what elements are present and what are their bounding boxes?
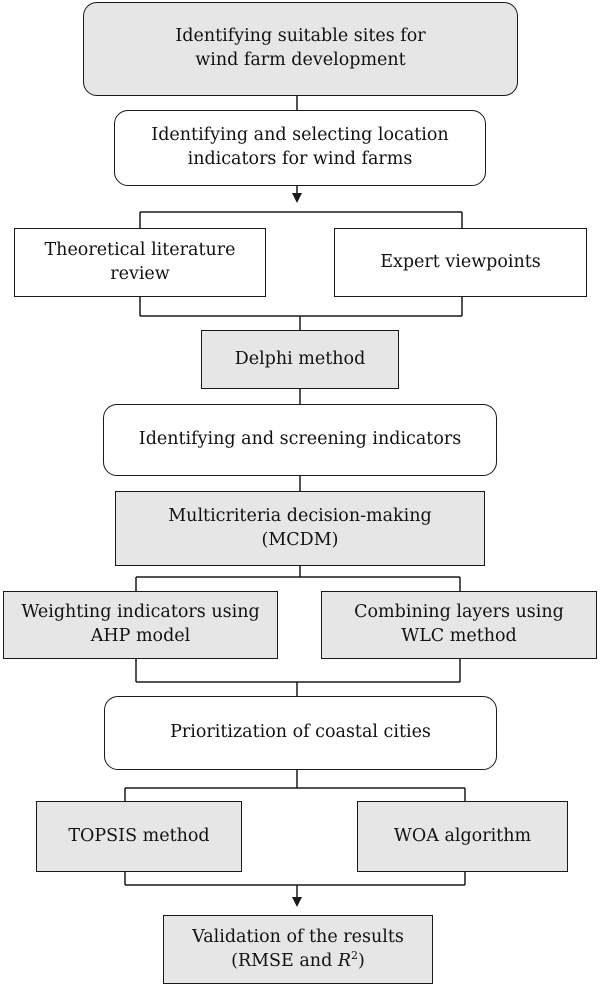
box-prioritization-coastal-cities: Prioritization of coastal cities bbox=[104, 696, 497, 770]
validation-metrics-suffix: ) bbox=[358, 950, 365, 971]
r-superscript: 2 bbox=[351, 948, 359, 962]
box-woa-algorithm: WOA algorithm bbox=[357, 801, 568, 872]
box-identifying-screening-indicators: Identifying and screening indicators bbox=[103, 404, 497, 476]
box-delphi-method: Delphi method bbox=[201, 330, 399, 389]
box-text-line: Identifying and screening indicators bbox=[138, 429, 462, 450]
box-text-line: Prioritization of coastal cities bbox=[170, 722, 431, 743]
box-text-line: review bbox=[110, 263, 170, 284]
box-text-line: AHP model bbox=[90, 626, 191, 646]
box-text-line: WOA algorithm bbox=[393, 825, 532, 846]
box-theoretical-literature-review: Theoretical literature review bbox=[14, 228, 266, 297]
box-text-line: WLC method bbox=[401, 626, 517, 646]
box-text-line: Expert viewpoints bbox=[380, 251, 541, 272]
box-combining-layers-wlc: Combining layers using WLC method bbox=[321, 591, 597, 659]
validation-metrics-prefix: (RMSE and bbox=[231, 950, 338, 971]
box-text-line: (MCDM) bbox=[261, 529, 339, 550]
box-expert-viewpoints: Expert viewpoints bbox=[334, 228, 587, 297]
box-weighting-indicators-ahp: Weighting indicators using AHP model bbox=[3, 591, 278, 659]
box-topsis-method: TOPSIS method bbox=[36, 801, 242, 872]
box-text-line: Identifying and selecting location bbox=[151, 125, 449, 146]
box-text-line: Combining layers using bbox=[354, 602, 564, 623]
box-identifying-suitable-sites: Identifying suitable sites for wind farm… bbox=[83, 2, 518, 96]
box-text-line: Multicriteria decision-making bbox=[168, 505, 432, 526]
box-text-line: wind farm development bbox=[195, 50, 406, 70]
box-text-line: Identifying suitable sites for bbox=[175, 26, 426, 47]
box-identifying-selecting-indicators: Identifying and selecting location indic… bbox=[114, 110, 486, 186]
box-mcdm: Multicriteria decision-making (MCDM) bbox=[115, 491, 485, 566]
box-validation-results: Validation of the results (RMSE and R2) bbox=[163, 915, 433, 984]
box-text-line: (RMSE and R2) bbox=[192, 950, 404, 974]
box-text-line: Validation of the results bbox=[192, 926, 404, 947]
box-text-line: TOPSIS method bbox=[68, 825, 210, 846]
box-text-line: indicators for wind farms bbox=[187, 149, 413, 169]
box-text-line: Delphi method bbox=[234, 348, 366, 369]
box-text-line: Theoretical literature bbox=[44, 239, 236, 260]
box-text-line: Weighting indicators using bbox=[21, 602, 260, 623]
r-variable: R bbox=[337, 950, 352, 971]
